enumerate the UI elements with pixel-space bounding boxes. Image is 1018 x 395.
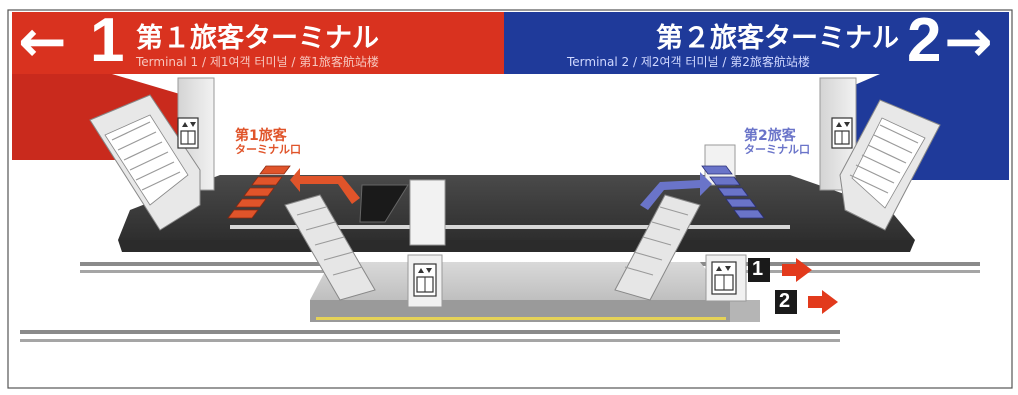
terminal2-flow-arrow: [640, 172, 712, 210]
terminal2-title: 第２旅客ターミナル: [656, 23, 899, 54]
floor-line: [230, 225, 790, 229]
terminal1-entrance-label: 第1旅客 ターミナル口: [235, 128, 301, 157]
elevator-icon: [831, 117, 853, 149]
elevator-icon: [177, 117, 199, 149]
elevator-icon: [413, 263, 437, 297]
platform-yellow-line: [316, 317, 726, 320]
elevator-icon: [711, 261, 737, 295]
terminal2-subtitle: Terminal 2 / 제2여객 터미널 / 第2旅客航站楼: [567, 55, 810, 69]
terminal2-number: 2: [907, 6, 942, 75]
terminal1-arrow-icon: ←: [18, 7, 67, 75]
platform2-box: [775, 290, 797, 314]
track-lower: [20, 330, 840, 342]
terminal2-entrance-stairs: [701, 165, 765, 219]
terminal1-entrance-stairs: [227, 165, 291, 219]
platform1-box: [748, 258, 770, 282]
partition-block-left: [409, 179, 446, 246]
left-escalator: [89, 94, 201, 231]
passage-gap: [359, 184, 409, 223]
terminal1-title: 第１旅客ターミナル: [136, 23, 379, 54]
terminal1-entrance-label-line1: 第1旅客: [235, 128, 287, 144]
platform1-direction-arrow: [782, 258, 812, 282]
platform-escalator-left: [284, 194, 376, 301]
terminal2-entrance-label-line1: 第2旅客: [744, 128, 796, 144]
concourse-floor: [118, 175, 915, 240]
platform-escalator-right: [614, 194, 701, 301]
terminal1-entrance-label-line2: ターミナル口: [235, 143, 301, 157]
terminal1-subtitle: Terminal 1 / 제1여객 터미널 / 第1旅客航站楼: [136, 55, 379, 69]
terminal2-arrow-icon: →: [944, 7, 993, 75]
right-escalator: [839, 99, 941, 231]
concourse-edge: [118, 240, 915, 252]
platform1-number: 1: [752, 258, 764, 280]
terminal1-number: 1: [90, 6, 125, 75]
terminal2-header-bg: [504, 12, 1009, 74]
terminal2-entrance-label: 第2旅客 ターミナル口: [744, 128, 810, 157]
terminal2-entrance-label-line2: ターミナル口: [744, 143, 810, 157]
platform2-direction-arrow: [808, 290, 838, 314]
platform2-number: 2: [779, 290, 791, 312]
terminal1-flow-arrow: [290, 168, 360, 204]
terminal1-header-bg: [12, 12, 504, 74]
